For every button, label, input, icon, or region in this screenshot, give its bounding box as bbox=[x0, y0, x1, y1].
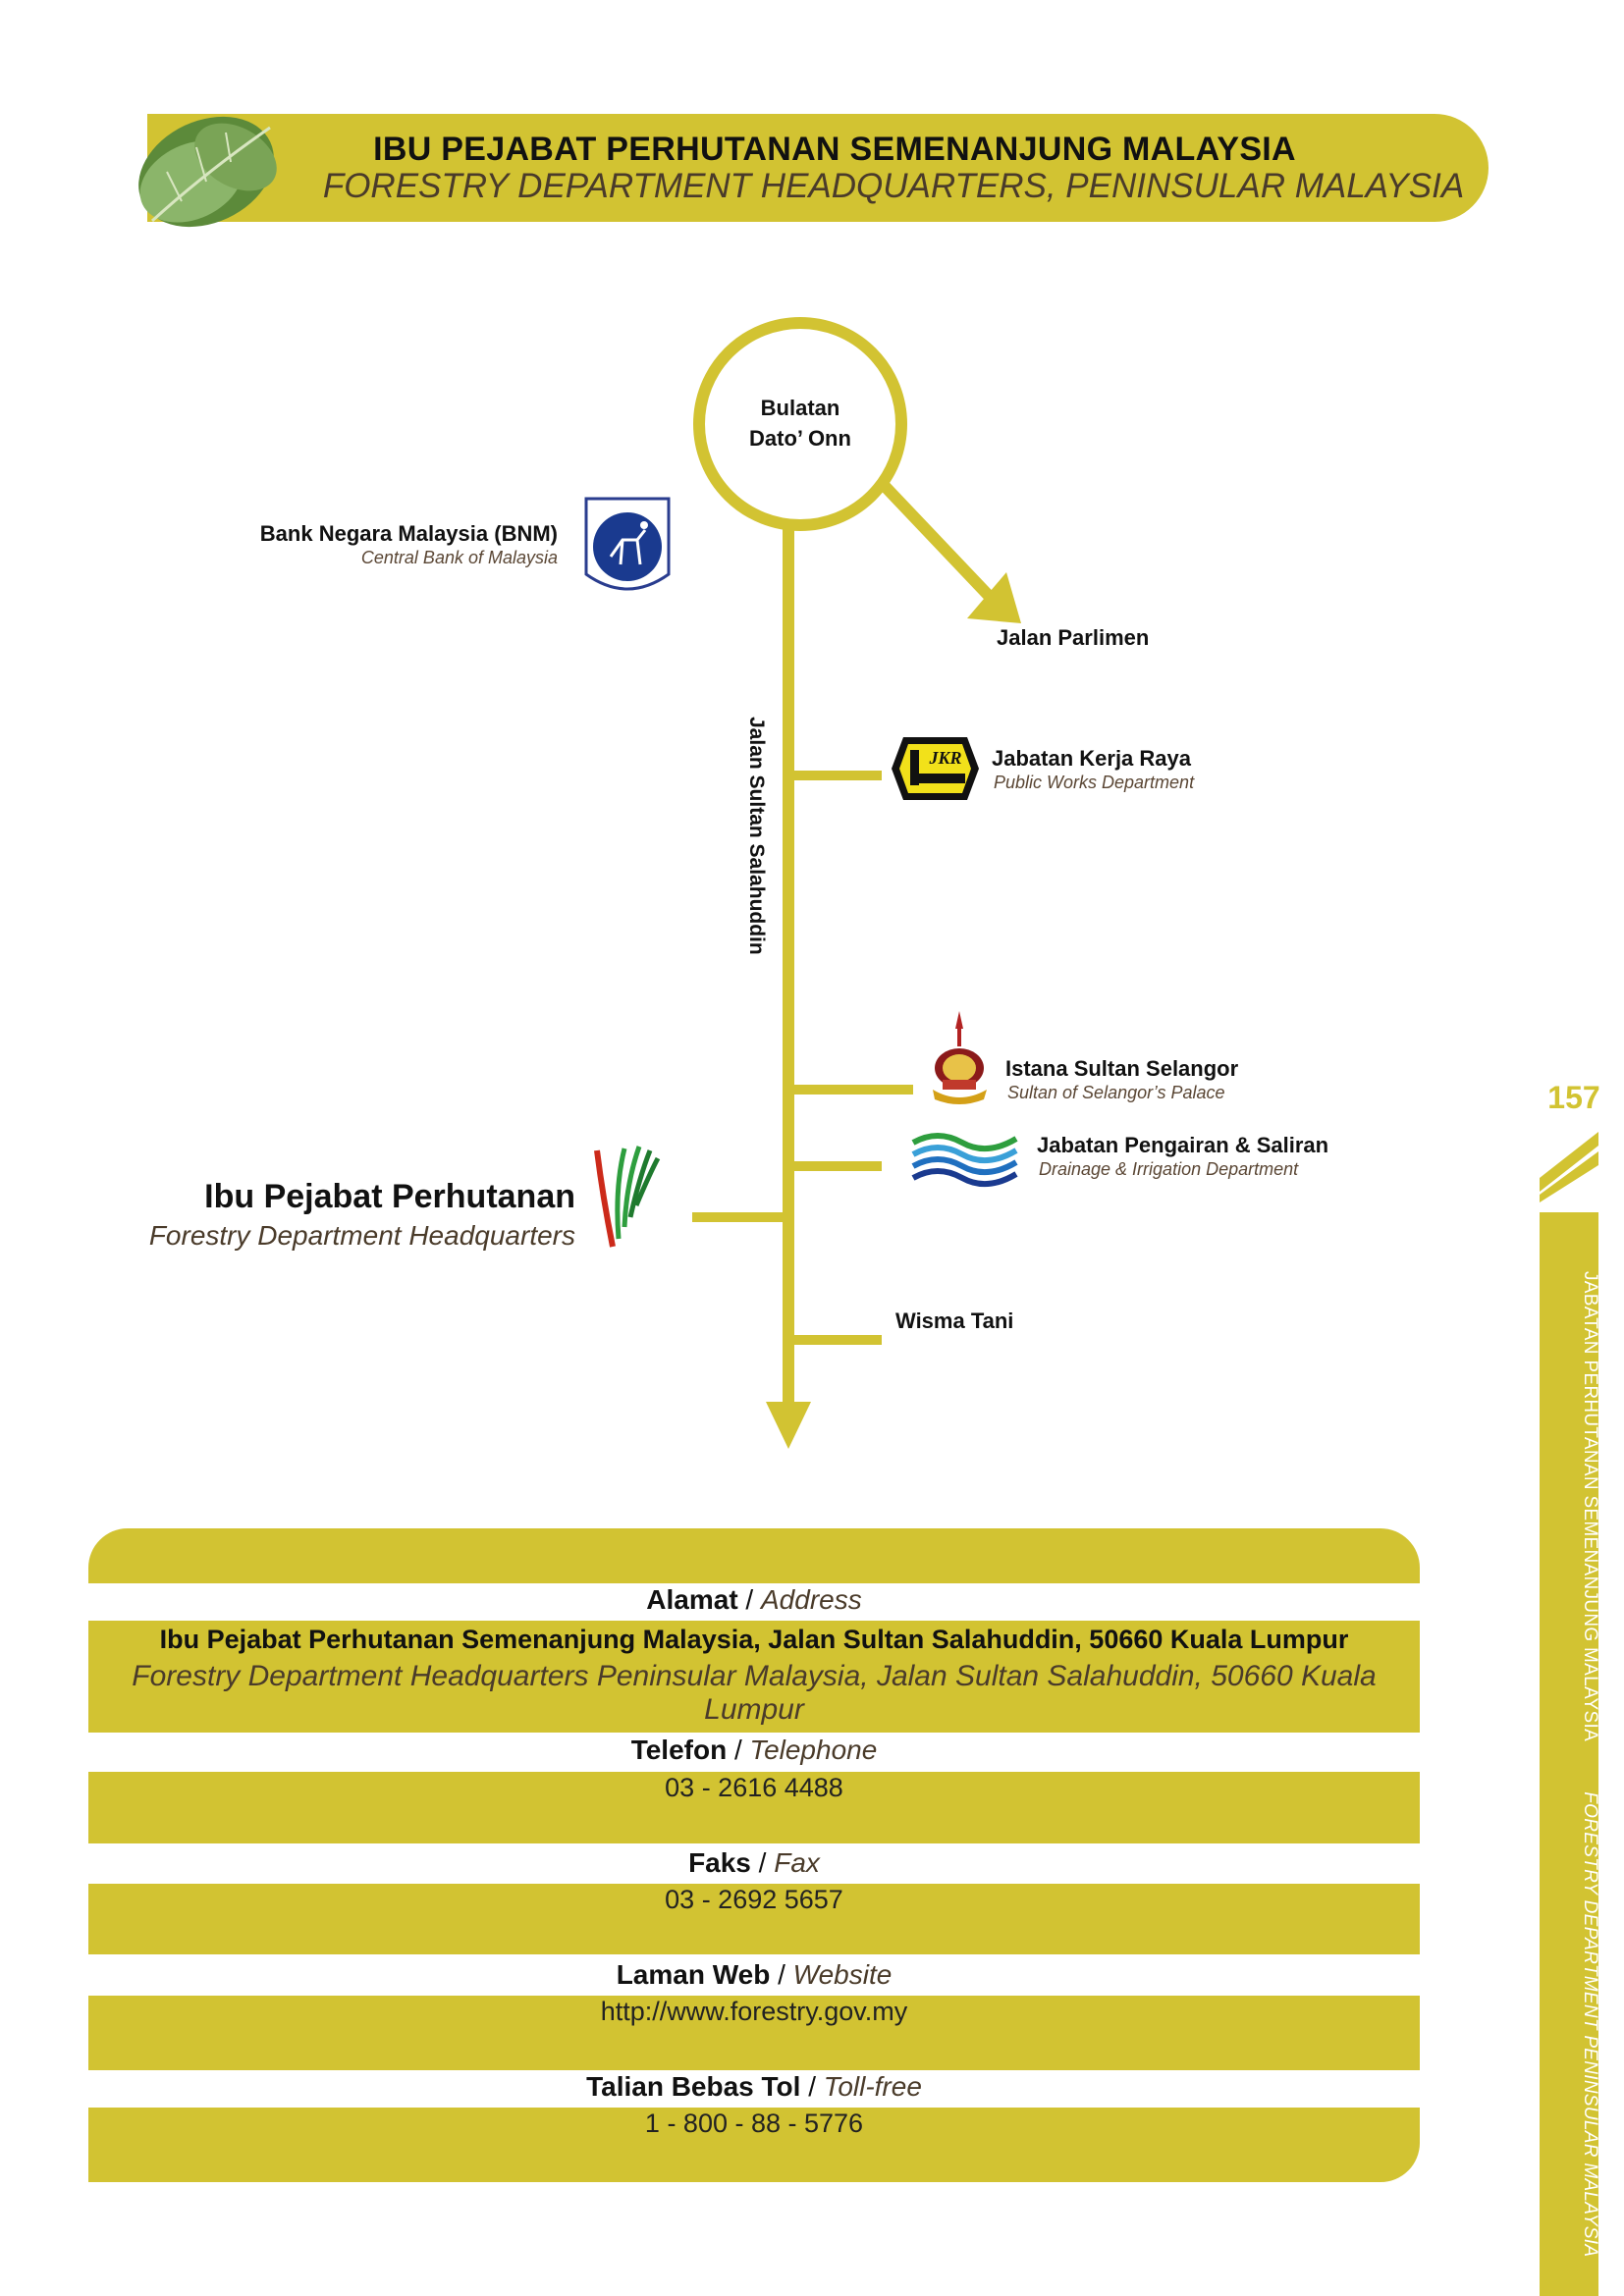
branch-road-arrowhead bbox=[967, 572, 1021, 623]
jkr-name: Jabatan Kerja Raya bbox=[992, 746, 1191, 771]
info-box-top bbox=[88, 1528, 1420, 1583]
tollfree-heading: Talian Bebas Tol / Toll-free bbox=[586, 2071, 922, 2102]
fax-value: 03 - 2692 5657 bbox=[665, 1885, 843, 1914]
side-caption: JABATAN PERHUTANAN SEMENANJUNG MALAYSIA … bbox=[1561, 1271, 1600, 2257]
tollfree-label: Talian Bebas Tol bbox=[586, 2071, 801, 2102]
address-line2: Forestry Department Headquarters Peninsu… bbox=[132, 1660, 1377, 1726]
side-caption-en: FORESTRY DEPARTMENT PENINSULAR MALAYSIA bbox=[1580, 1791, 1600, 2258]
hq-name-en: Forestry Department Headquarters bbox=[148, 1220, 575, 1251]
tollfree-band bbox=[88, 2108, 1420, 2182]
main-road-label: Jalan Sultan Salahuddin bbox=[745, 717, 768, 955]
jps-name: Jabatan Pengairan & Saliran bbox=[1037, 1133, 1329, 1157]
istana-name: Istana Sultan Selangor bbox=[1005, 1056, 1239, 1081]
website-value[interactable]: http://www.forestry.gov.my bbox=[600, 1997, 908, 2026]
roundabout-circle bbox=[693, 317, 907, 531]
telephone-value: 03 - 2616 4488 bbox=[665, 1773, 843, 1802]
fax-label: Faks bbox=[688, 1847, 751, 1878]
telephone-label: Telefon bbox=[630, 1735, 728, 1765]
side-strip bbox=[1540, 1212, 1598, 2296]
roundabout-line1: Bulatan bbox=[760, 396, 840, 420]
jkr-logo-text: JKR bbox=[928, 748, 961, 768]
jkr-logo-icon: JKR bbox=[892, 737, 979, 800]
leaf-icon bbox=[138, 116, 277, 228]
address-line1: Ibu Pejabat Perhutanan Semenanjung Malay… bbox=[159, 1625, 1349, 1654]
website-label-en: Website bbox=[792, 1959, 893, 1990]
wisma-name: Wisma Tani bbox=[895, 1308, 1014, 1333]
bnm-name-en: Central Bank of Malaysia bbox=[360, 548, 558, 567]
address-heading: Alamat / Address bbox=[646, 1584, 862, 1615]
side-caption-ms: JABATAN PERHUTANAN SEMENANJUNG MALAYSIA bbox=[1580, 1271, 1600, 1742]
bnm-name: Bank Negara Malaysia (BNM) bbox=[259, 521, 558, 546]
jkr-name-en: Public Works Department bbox=[994, 773, 1195, 792]
bnm-logo-icon bbox=[584, 497, 671, 591]
tollfree-value: 1 - 800 - 88 - 5776 bbox=[644, 2109, 864, 2138]
page-decoration-stripes bbox=[1540, 1132, 1598, 1202]
location-map bbox=[692, 317, 1021, 1449]
page-title: IBU PEJABAT PERHUTANAN SEMENANJUNG MALAY… bbox=[373, 131, 1296, 168]
website-label: Laman Web bbox=[616, 1959, 771, 1990]
page-subtitle: FORESTRY DEPARTMENT HEADQUARTERS, PENINS… bbox=[322, 167, 1465, 205]
istana-name-en: Sultan of Selangor’s Palace bbox=[1007, 1083, 1225, 1102]
address-label: Alamat bbox=[646, 1584, 738, 1615]
roundabout-line2: Dato’ Onn bbox=[749, 426, 851, 451]
branch-road-label: Jalan Parlimen bbox=[997, 625, 1150, 650]
fax-heading: Faks / Fax bbox=[688, 1847, 820, 1878]
address-band bbox=[88, 1621, 1420, 1733]
crown-crest-icon bbox=[933, 1011, 987, 1104]
page-number: 157 bbox=[1547, 1080, 1600, 1115]
telephone-heading: Telefon / Telephone bbox=[630, 1735, 878, 1765]
main-road-arrowhead bbox=[766, 1402, 811, 1449]
telephone-label-en: Telephone bbox=[749, 1735, 878, 1765]
website-band bbox=[88, 1996, 1420, 2070]
fax-label-en: Fax bbox=[774, 1847, 820, 1878]
header-band bbox=[147, 114, 1489, 222]
hq-name: Ibu Pejabat Perhutanan bbox=[204, 1178, 575, 1215]
roundabout-label: Bulatan Dato’ Onn bbox=[746, 393, 854, 454]
jps-name-en: Drainage & Irrigation Department bbox=[1039, 1159, 1299, 1179]
address-label-en: Address bbox=[761, 1584, 862, 1615]
forestry-logo-icon bbox=[594, 1146, 661, 1248]
fax-band bbox=[88, 1884, 1420, 1954]
branch-road-line bbox=[877, 478, 997, 604]
telephone-band bbox=[88, 1772, 1420, 1843]
website-heading: Laman Web / Website bbox=[616, 1959, 893, 1990]
waves-logo-icon bbox=[911, 1133, 1018, 1187]
tollfree-label-en: Toll-free bbox=[823, 2071, 922, 2102]
